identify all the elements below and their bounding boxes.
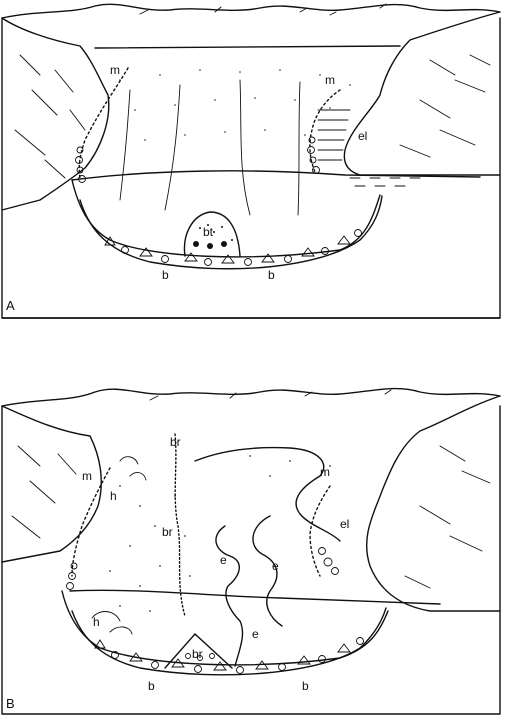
label-bedrock-knob: bt — [203, 225, 214, 239]
block-outline — [2, 406, 500, 714]
panel-a: m m el bt b b A — [0, 0, 506, 330]
label-base-right: b — [302, 679, 309, 693]
label-esker-1: e — [220, 553, 227, 567]
panel-a-diagram: m m el bt b b A — [0, 0, 506, 330]
right-valley-wall — [344, 12, 500, 175]
label-ice-lake-deposit: el — [340, 517, 349, 531]
label-esker-3: e — [252, 627, 259, 641]
moraine-line-left — [72, 468, 110, 576]
label-bedrock-ridge-low: br — [192, 647, 203, 661]
label-bedrock-ridge-top: br — [170, 435, 181, 449]
label-ice-lake-deposit: el — [358, 129, 367, 143]
ice-front-lake — [195, 448, 340, 541]
lake-stipple — [119, 69, 351, 141]
block-outline — [2, 18, 500, 318]
panel-b-diagram: m h br br h br e e e m el b b B — [0, 376, 506, 720]
moraine-boulders-right — [308, 137, 320, 174]
label-bedrock-ridge-mid: br — [162, 525, 173, 539]
cross-section-surface — [70, 590, 440, 604]
mountain-skyline — [2, 389, 500, 406]
cross-section-surface — [72, 171, 480, 180]
bedrock-base — [80, 196, 382, 269]
stagnant-ice-stipple — [109, 455, 331, 612]
basal-till-boulders — [95, 638, 364, 674]
bedrock-ridge-central — [175, 434, 185, 616]
right-valley-wall — [367, 396, 500, 611]
mountain-skyline — [2, 4, 500, 18]
label-hummock-lower: h — [93, 615, 100, 629]
label-base-left: b — [162, 268, 169, 282]
label-moraine-left: m — [82, 469, 92, 483]
outwash-dashes — [350, 178, 420, 186]
panel-b: m h br br h br e e e m el b b B — [0, 376, 506, 720]
label-hummock-upper: h — [110, 489, 117, 503]
label-moraine-right: m — [320, 465, 330, 479]
left-valley-wall — [2, 406, 101, 562]
label-moraine-right: m — [325, 73, 335, 87]
label-esker-2: e — [272, 559, 279, 573]
label-base-left: b — [148, 679, 155, 693]
moraine-line-left — [79, 68, 128, 178]
label-moraine-left: m — [110, 63, 120, 77]
panel-label: A — [6, 298, 15, 313]
label-base-right: b — [268, 268, 275, 282]
far-lake-shore — [95, 46, 400, 48]
meltwater-streams — [120, 80, 300, 215]
panel-label: B — [6, 696, 15, 711]
moraine-boulders-right — [319, 548, 339, 575]
valley-floor-profile — [62, 591, 388, 665]
hummock-upper — [120, 457, 146, 480]
moraine-line-right — [310, 486, 330, 576]
